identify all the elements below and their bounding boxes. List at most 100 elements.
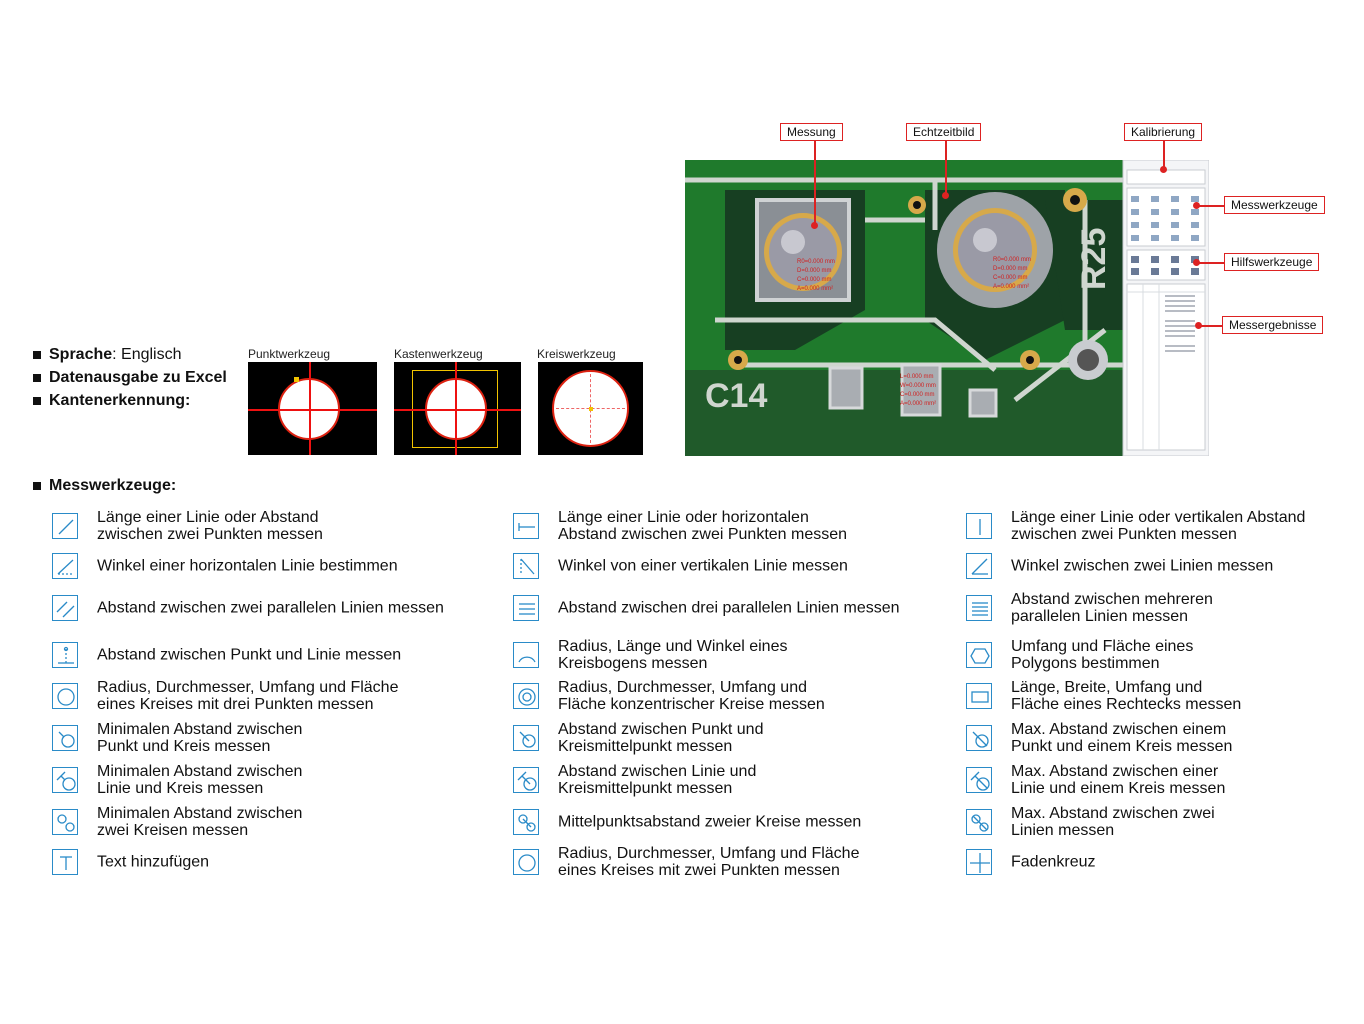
tool-concentric-circles[interactable]: Radius, Durchmesser, Umfang und Fläche k…: [513, 679, 825, 713]
text-icon: [52, 849, 78, 875]
tool-label: Fadenkreuz: [1011, 853, 1096, 871]
tools-section-title: Messwerkzeuge:: [33, 477, 176, 495]
vertical-length-icon: [966, 513, 992, 539]
tool-line-length[interactable]: Länge einer Linie oder Abstand zwischen …: [52, 509, 323, 543]
tool-crosshair[interactable]: Fadenkreuz: [966, 849, 1096, 875]
point-line-icon: [52, 642, 78, 668]
svg-text:A=0.000 mm²: A=0.000 mm²: [993, 284, 1029, 290]
tool-label: Winkel zwischen zwei Linien messen: [1011, 557, 1274, 575]
software-screenshot: R0=0.000 mm D=0.000 mm C=0.000 mm A=0.000 m…: [685, 159, 1210, 457]
tool-label: Minimalen Abstand zwischen Linie und Kre…: [97, 763, 303, 797]
tool-line-circle-min[interactable]: Minimalen Abstand zwischen Linie und Kre…: [52, 763, 302, 797]
arc-icon: [513, 642, 539, 668]
tool-label: Abstand zwischen mehreren parallelen Lin…: [1011, 591, 1213, 625]
tool-two-circles-min[interactable]: Minimalen Abstand zwischen zwei Kreisen …: [52, 805, 302, 839]
tool-multi-parallel-lines[interactable]: Abstand zwischen mehreren parallelen Lin…: [966, 591, 1213, 625]
tool-circle-two-points[interactable]: Radius, Durchmesser, Umfang und Fläche e…: [513, 845, 859, 879]
tool-label: Text hinzufügen: [97, 853, 210, 871]
rectangle-icon: [966, 683, 992, 709]
tool-label: Länge einer Linie oder vertikalen Abstan…: [1011, 509, 1306, 543]
horizontal-length-icon: [513, 513, 539, 539]
tool-two-circles-max[interactable]: Max. Abstand zwischen zwei Linien messen: [966, 805, 1215, 839]
tool-line-center[interactable]: Abstand zwischen Linie und Kreismittelpu…: [513, 763, 756, 797]
line-circle-max-icon: [966, 767, 992, 793]
tool-label: Länge einer Linie oder Abstand zwischen …: [97, 509, 323, 543]
svg-text:R0=0.000 mm: R0=0.000 mm: [797, 259, 835, 265]
tool-parallel-lines[interactable]: Abstand zwischen zwei parallelen Linien …: [52, 595, 444, 621]
svg-text:C=0.000 mm: C=0.000 mm: [900, 392, 935, 398]
tool-label: Winkel einer horizontalen Linie bestimme…: [97, 557, 398, 575]
line-circle-min-icon: [52, 767, 78, 793]
circle-two-points-icon: [513, 849, 539, 875]
tool-label: Abstand zwischen Punkt und Linie messen: [97, 646, 402, 664]
polygon-icon: [966, 642, 992, 668]
tool-label: Radius, Durchmesser, Umfang und Fläche e…: [558, 845, 860, 879]
tool-horizontal-length[interactable]: Länge einer Linie oder horizontalen Abst…: [513, 509, 847, 543]
svg-text:L=0.000 mm: L=0.000 mm: [900, 374, 934, 380]
circle-tool-thumbnail: [538, 362, 643, 455]
tool-label: Abstand zwischen drei parallelen Linien …: [558, 599, 900, 617]
point-circle-min-icon: [52, 725, 78, 751]
tool-point-circle-min[interactable]: Minimalen Abstand zwischen Punkt und Kre…: [52, 721, 302, 755]
bullet-square: [33, 351, 41, 359]
callout-measuring-tools: Messwerkzeuge: [1224, 196, 1325, 214]
tool-label: Max. Abstand zwischen einem Punkt und ei…: [1011, 721, 1233, 755]
tool-arc[interactable]: Radius, Länge und Winkel eines Kreisboge…: [513, 638, 787, 672]
crosshair-icon: [966, 849, 992, 875]
svg-text:A=0.000 mm²: A=0.000 mm²: [900, 401, 936, 407]
line-length-icon: [52, 513, 78, 539]
pcb-label-c14: C14: [705, 377, 767, 415]
callout-calibration: Kalibrierung: [1124, 123, 1203, 141]
tool-vertical-length[interactable]: Länge einer Linie oder vertikalen Abstan…: [966, 509, 1305, 543]
tool-label: Länge einer Linie oder horizontalen Abst…: [558, 509, 848, 543]
tool-circle-three-points[interactable]: Radius, Durchmesser, Umfang und Fläche e…: [52, 679, 398, 713]
feature-language: Sprache: Englisch: [33, 346, 182, 364]
point-tool-thumbnail: [248, 362, 377, 455]
tool-centers-distance[interactable]: Mittelpunktsabstand zweier Kreise messen: [513, 809, 861, 835]
tool-label: Radius, Durchmesser, Umfang und Fläche k…: [558, 679, 825, 713]
tool-horizontal-angle[interactable]: Winkel einer horizontalen Linie bestimme…: [52, 553, 398, 579]
tool-polygon[interactable]: Umfang und Fläche eines Polygons bestimm…: [966, 638, 1193, 672]
svg-text:D=0.000 mm: D=0.000 mm: [797, 268, 832, 274]
point-circle-max-icon: [966, 725, 992, 751]
two-circles-min-icon: [52, 809, 78, 835]
tool-point-line[interactable]: Abstand zwischen Punkt und Linie messen: [52, 642, 401, 668]
multi-parallel-lines-icon: [966, 595, 992, 621]
pcb-label-r25: R25: [1075, 228, 1113, 290]
callout-live-image: Echtzeitbild: [906, 123, 982, 141]
tool-text[interactable]: Text hinzufügen: [52, 849, 209, 875]
svg-text:D=0.000 mm: D=0.000 mm: [993, 266, 1028, 272]
tool-label: Länge, Breite, Umfang und Fläche eines R…: [1011, 679, 1242, 713]
svg-text:A=0.000 mm²: A=0.000 mm²: [797, 286, 833, 292]
bullet-square: [33, 482, 41, 490]
svg-text:R0=0.000 mm: R0=0.000 mm: [993, 257, 1031, 263]
tool-label: Max. Abstand zwischen einer Linie und ei…: [1011, 763, 1226, 797]
tool-rectangle[interactable]: Länge, Breite, Umfang und Fläche eines R…: [966, 679, 1241, 713]
tool-label: Minimalen Abstand zwischen Punkt und Kre…: [97, 721, 303, 755]
thumb-label-point: Punktwerkzeug: [248, 347, 331, 361]
circle-three-points-icon: [52, 683, 78, 709]
horizontal-angle-icon: [52, 553, 78, 579]
tool-label: Minimalen Abstand zwischen zwei Kreisen …: [97, 805, 303, 839]
parallel-lines-icon: [52, 595, 78, 621]
vertical-angle-icon: [513, 553, 539, 579]
tool-label: Winkel von einer vertikalen Linie messen: [558, 557, 848, 575]
two-circles-max-icon: [966, 809, 992, 835]
box-tool-thumbnail: [394, 362, 521, 455]
tool-point-center[interactable]: Abstand zwischen Punkt und Kreismittelpu…: [513, 721, 763, 755]
tool-label: Umfang und Fläche eines Polygons bestimm…: [1011, 638, 1194, 672]
callout-auxiliary-tools: Hilfswerkzeuge: [1224, 253, 1320, 271]
tool-three-parallel-lines[interactable]: Abstand zwischen drei parallelen Linien …: [513, 595, 900, 621]
tool-label: Abstand zwischen Linie und Kreismittelpu…: [558, 763, 757, 797]
tool-two-line-angle[interactable]: Winkel zwischen zwei Linien messen: [966, 553, 1273, 579]
tool-label: Radius, Durchmesser, Umfang und Fläche e…: [97, 679, 399, 713]
point-center-icon: [513, 725, 539, 751]
svg-text:C=0.000 mm: C=0.000 mm: [797, 277, 832, 283]
line-center-icon: [513, 767, 539, 793]
centers-distance-icon: [513, 809, 539, 835]
tool-line-circle-max[interactable]: Max. Abstand zwischen einer Linie und ei…: [966, 763, 1225, 797]
callout-measurement-results: Messergebnisse: [1222, 316, 1324, 334]
tool-label: Abstand zwischen Punkt und Kreismittelpu…: [558, 721, 764, 755]
tool-point-circle-max[interactable]: Max. Abstand zwischen einem Punkt und ei…: [966, 721, 1232, 755]
tool-vertical-angle[interactable]: Winkel von einer vertikalen Linie messen: [513, 553, 848, 579]
